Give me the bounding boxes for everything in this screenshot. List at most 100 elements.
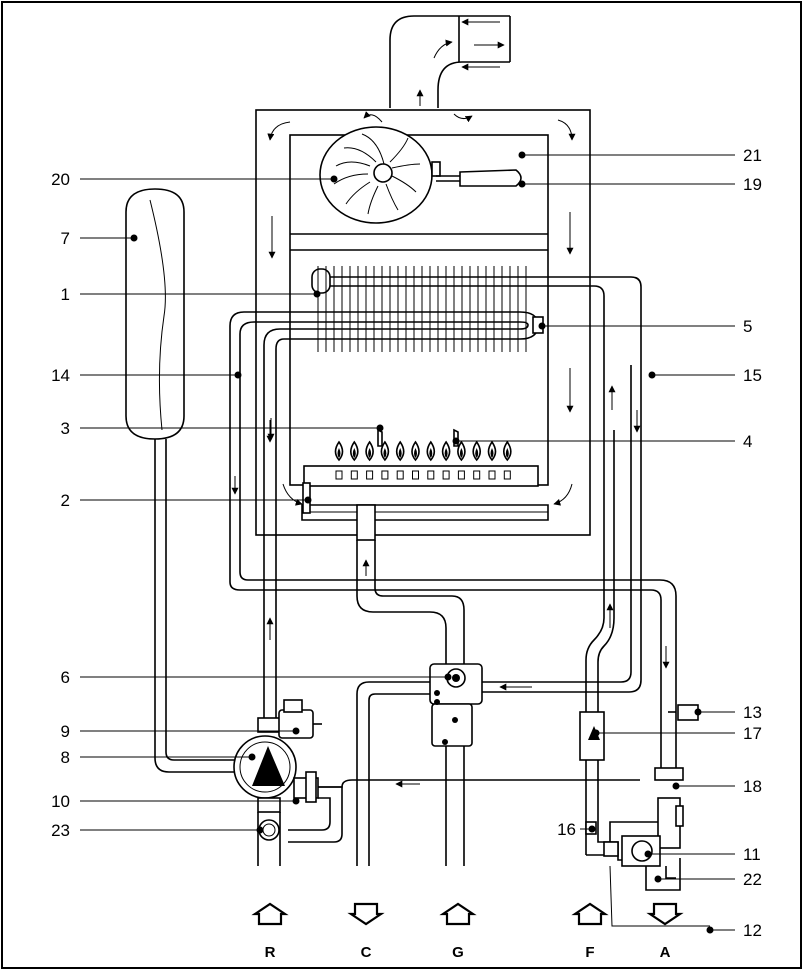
callout-22: 22 — [654, 870, 762, 889]
callout-label: 17 — [743, 724, 762, 743]
callout-dot — [644, 850, 652, 858]
callout-label: 16 — [557, 820, 576, 839]
callout-11: 11 — [644, 845, 761, 864]
callout-label: 21 — [743, 146, 762, 165]
callout-dot — [538, 322, 546, 330]
callout-dot — [592, 729, 600, 737]
callout-2: 2 — [61, 491, 312, 510]
callout-label: 3 — [61, 419, 70, 438]
connection-label: A — [660, 944, 671, 961]
connection-arrow-down-icon — [646, 902, 684, 926]
connection-C: C — [347, 902, 385, 961]
burner — [301, 428, 549, 521]
flue-duct — [389, 15, 511, 108]
callout-dot — [130, 234, 138, 242]
callout-23: 23 — [51, 821, 264, 840]
dhw-pipes — [480, 365, 642, 855]
connection-label: G — [452, 944, 464, 961]
heating-pipes — [229, 311, 677, 770]
return-pipe — [288, 779, 640, 843]
callout-9: 9 — [61, 722, 300, 741]
callout-label: 12 — [743, 921, 762, 940]
gas-supply-pipe — [356, 504, 465, 866]
callout-20: 20 — [51, 170, 338, 189]
callout-16: 16 — [557, 820, 596, 839]
fan — [319, 126, 433, 224]
callout-dot — [330, 175, 338, 183]
callout-dot — [654, 875, 662, 883]
callout-dot — [376, 424, 384, 432]
callout-8: 8 — [61, 748, 256, 767]
callout-dot — [256, 826, 264, 834]
callout-dot — [248, 753, 256, 761]
callout-label: 10 — [51, 792, 70, 811]
callout-18: 18 — [672, 777, 762, 796]
callout-dot — [292, 727, 300, 735]
connection-A: A — [646, 902, 684, 961]
callout-12: 12 — [706, 921, 762, 940]
connection-R: R — [251, 902, 289, 961]
dhw-devices — [579, 704, 710, 927]
callout-1: 1 — [61, 285, 321, 304]
callout-dot — [694, 708, 702, 716]
callout-13: 13 — [694, 703, 762, 722]
connection-label: R — [265, 944, 276, 961]
callout-dot — [444, 673, 452, 681]
callout-dot — [452, 437, 460, 445]
callout-19: 19 — [518, 175, 762, 194]
callout-21: 21 — [518, 146, 762, 165]
callout-5: 5 — [538, 317, 752, 336]
connection-label: C — [361, 944, 372, 961]
callout-17: 17 — [592, 724, 762, 743]
callout-14: 14 — [51, 366, 242, 385]
callout-4: 4 — [452, 432, 752, 451]
connection-G: G — [439, 902, 477, 961]
connection-arrow-up-icon — [439, 902, 477, 926]
callout-6: 6 — [61, 668, 452, 687]
callout-label: 1 — [61, 285, 70, 304]
callout-10: 10 — [51, 792, 300, 811]
connection-arrow-up-icon — [251, 902, 289, 926]
callout-label: 4 — [743, 432, 752, 451]
callout-label: 19 — [743, 175, 762, 194]
callout-dot — [588, 825, 596, 833]
air-pressure-switch — [431, 161, 522, 187]
callout-label: 8 — [61, 748, 70, 767]
callout-dot — [292, 797, 300, 805]
callout-label: 22 — [743, 870, 762, 889]
callout-label: 13 — [743, 703, 762, 722]
callout-dot — [304, 496, 312, 504]
connection-label: F — [585, 944, 594, 961]
connection-arrow-down-icon — [347, 902, 385, 926]
callout-dot — [672, 782, 680, 790]
callout-label: 15 — [743, 366, 762, 385]
connection-F: F — [571, 902, 609, 961]
callout-label: 23 — [51, 821, 70, 840]
callout-dot — [648, 371, 656, 379]
callout-label: 6 — [61, 668, 70, 687]
callout-label: 2 — [61, 491, 70, 510]
expansion-vessel — [125, 188, 185, 440]
callout-label: 20 — [51, 170, 70, 189]
callout-dot — [518, 180, 526, 188]
callout-label: 18 — [743, 777, 762, 796]
callouts: 20 7 1 14 3 2 6 9 8 10 23 16 21 19 5 15 4 13 17 18 11 22 12 — [51, 146, 762, 940]
callout-7: 7 — [61, 229, 138, 248]
callout-dot — [706, 926, 714, 934]
callout-dot — [234, 371, 242, 379]
gas-valve — [356, 663, 483, 866]
heat-exchanger — [290, 266, 642, 430]
callout-3: 3 — [61, 419, 384, 438]
callout-label: 9 — [61, 722, 70, 741]
callout-dot — [313, 290, 321, 298]
callout-label: 7 — [61, 229, 70, 248]
callout-label: 11 — [743, 845, 761, 864]
callout-dot — [518, 151, 526, 159]
connection-arrow-up-icon — [571, 902, 609, 926]
callout-label: 14 — [51, 366, 70, 385]
callout-label: 5 — [743, 317, 752, 336]
callout-15: 15 — [648, 366, 762, 385]
